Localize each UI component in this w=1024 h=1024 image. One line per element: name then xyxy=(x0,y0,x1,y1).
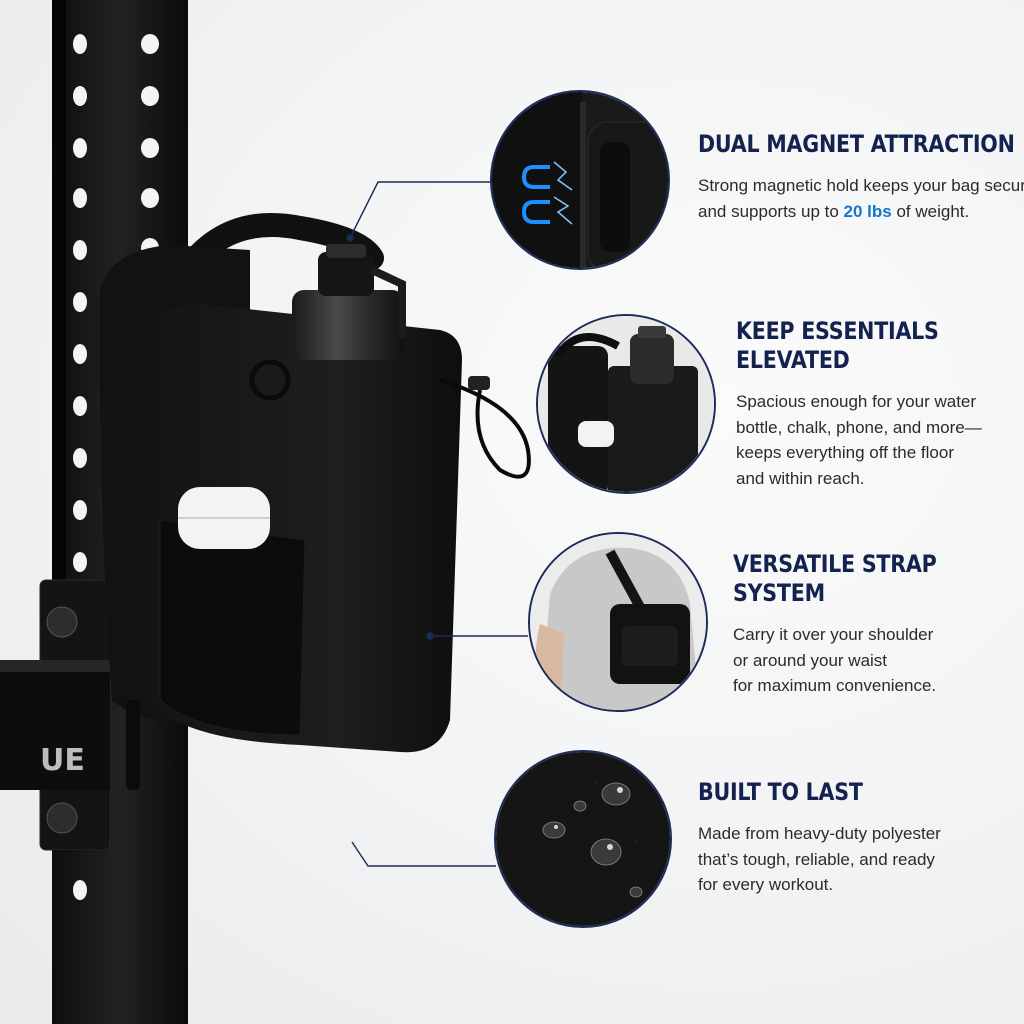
feature-description: Strong magnetic hold keeps your bag secu… xyxy=(698,176,1024,221)
gym-bag xyxy=(99,213,531,790)
feature-heading: DUAL MAGNET ATTRACTION xyxy=(698,130,1015,158)
feature-heading: BUILT TO LAST xyxy=(698,778,863,806)
feature-dual-magnet: DUAL MAGNET ATTRACTION Strong magnetic h… xyxy=(698,130,1024,224)
bag-contents-image xyxy=(536,314,716,494)
feature-description: Carry it over your shoulder or around yo… xyxy=(733,625,937,695)
rack-brand-text: UE xyxy=(40,743,85,778)
person-wearing-bag-image xyxy=(528,532,708,712)
feature-description: Made from heavy-duty polyester that’s to… xyxy=(698,824,941,894)
feature-description: Spacious enough for your water bottle, c… xyxy=(736,392,982,488)
weight-highlight: 20 lbs xyxy=(843,201,892,221)
feature-built-to-last: BUILT TO LAST Made from heavy-duty polye… xyxy=(698,778,941,898)
magnet-closeup-image xyxy=(490,90,670,270)
water-droplets-fabric-image xyxy=(494,750,672,928)
